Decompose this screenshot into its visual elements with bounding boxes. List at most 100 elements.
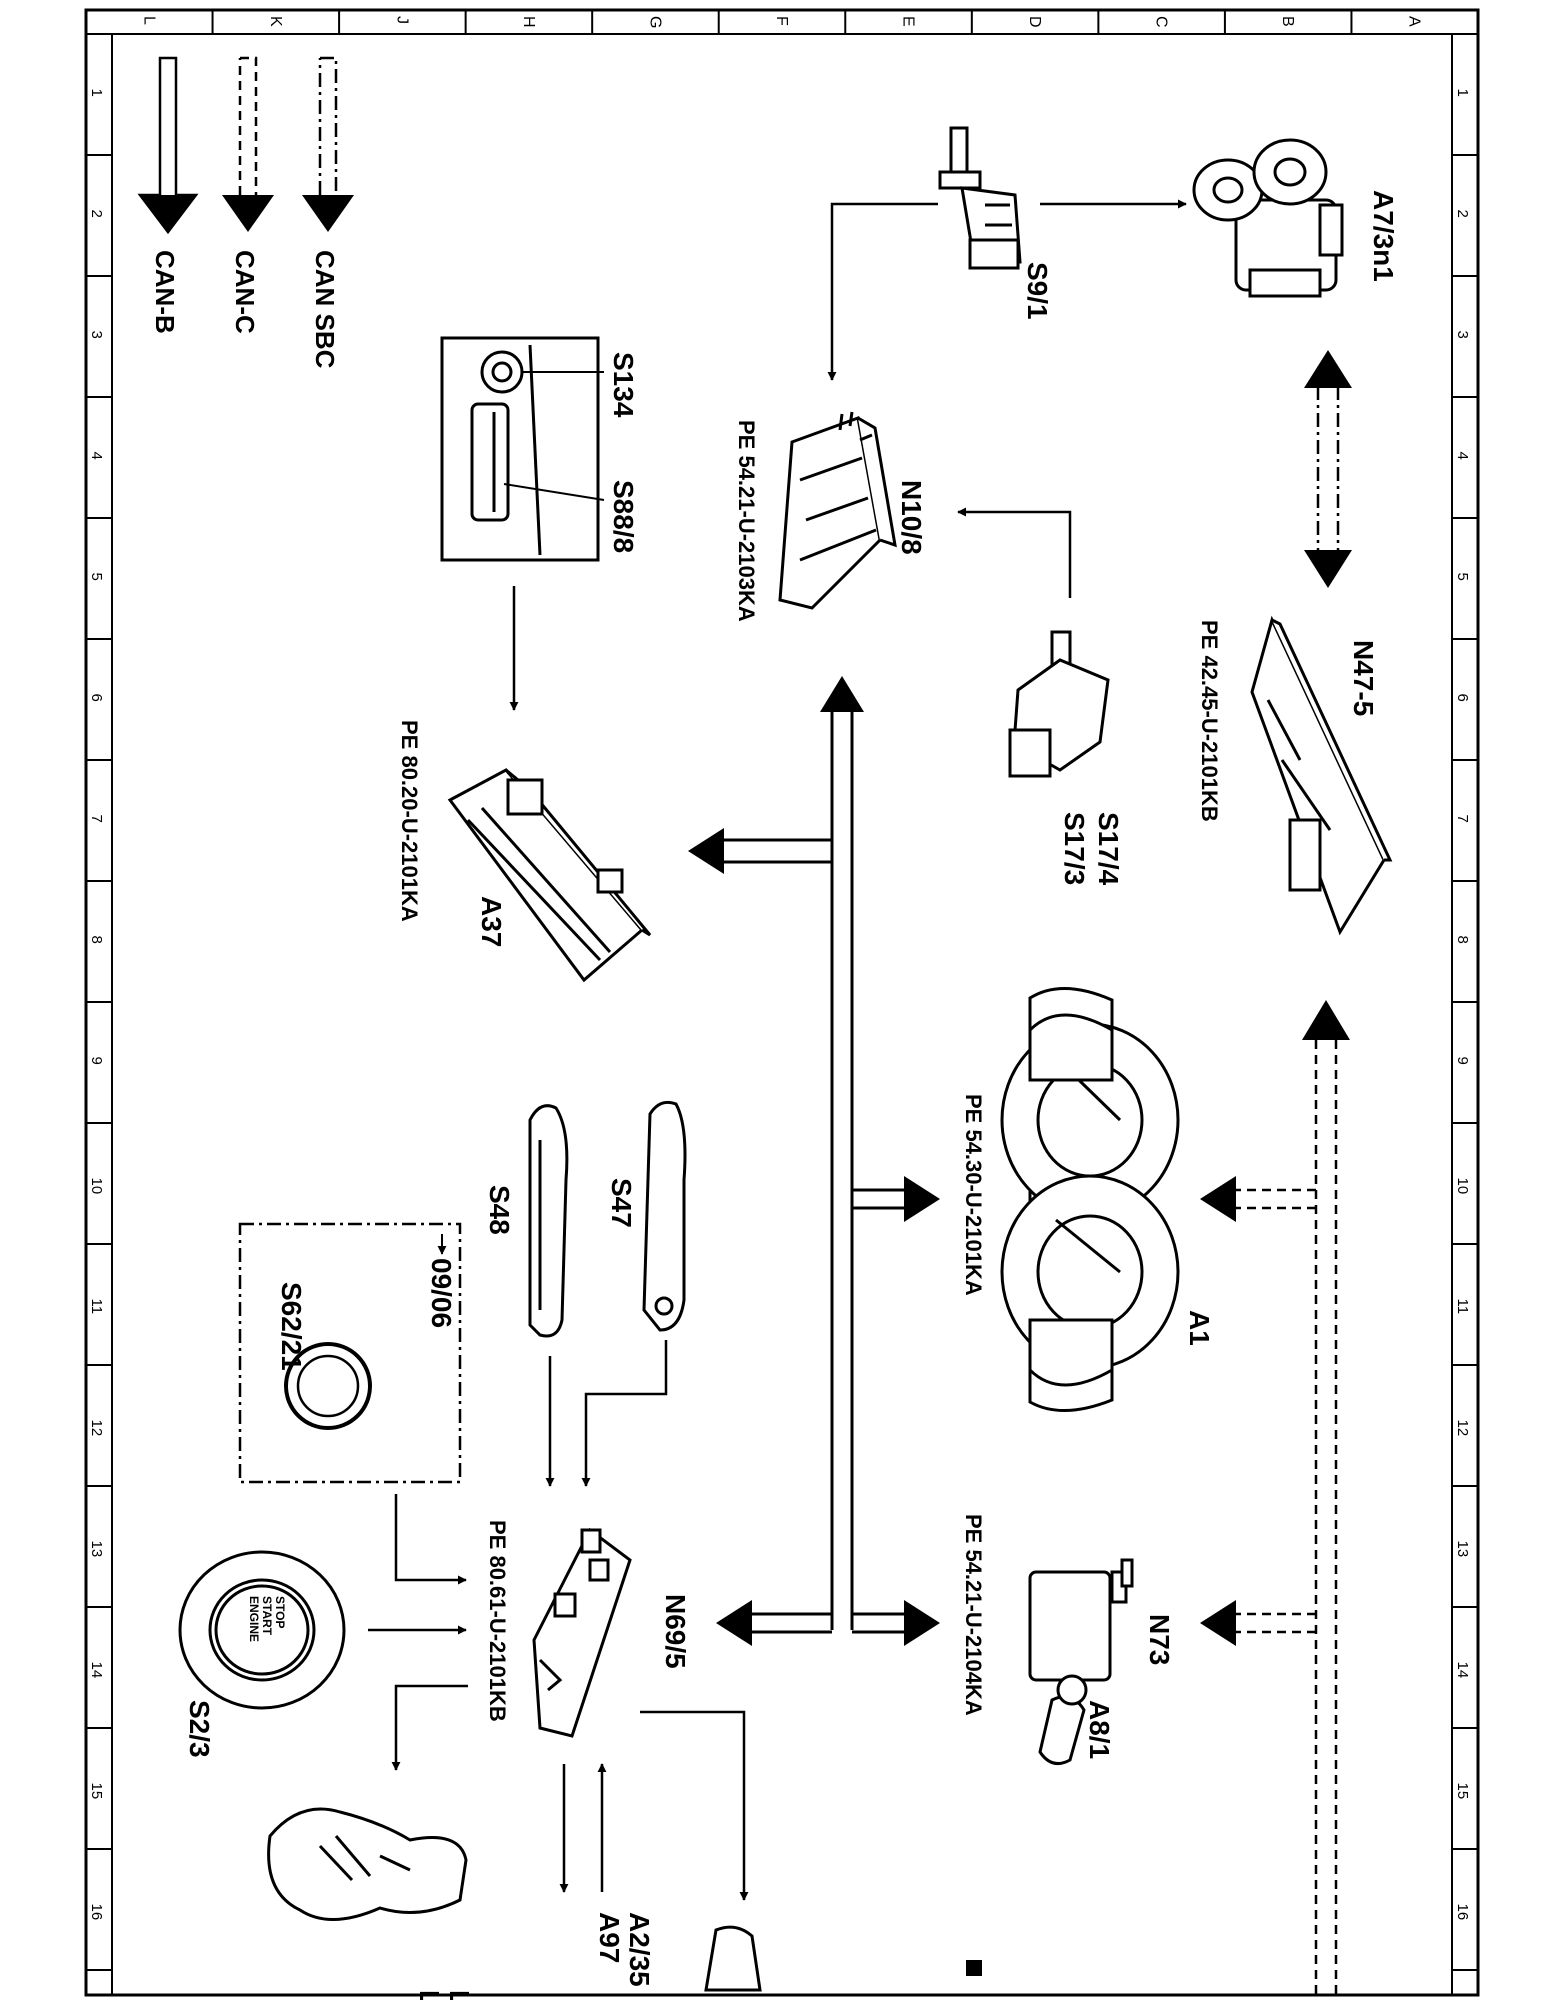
grid-col-label: H xyxy=(520,16,537,28)
grid-row-label: 2 xyxy=(1454,210,1471,218)
grid-col-label: L xyxy=(140,16,157,25)
grid-row-label: 16 xyxy=(1454,1904,1471,1921)
grid-row-label: 5 xyxy=(88,573,105,581)
a8-1-label: A8/1 xyxy=(1084,1700,1115,1759)
grid-col-label: B xyxy=(1279,16,1296,27)
grid-row-label: 10 xyxy=(88,1178,105,1195)
grid-row-label: 3 xyxy=(1454,331,1471,339)
grid-row-label: 9 xyxy=(88,1057,105,1065)
n47-5-label: N47-5 xyxy=(1348,640,1379,716)
grid-row-label: 2 xyxy=(88,210,105,218)
grid-row-label: 13 xyxy=(1454,1541,1471,1558)
grid-row-label: 6 xyxy=(1454,694,1471,702)
a1-label: A1 xyxy=(1184,1310,1215,1346)
grid-row-label: 6 xyxy=(88,694,105,702)
legend-can-sbc-label: CAN SBC xyxy=(310,250,340,369)
s17-switch-icon xyxy=(1008,630,1110,778)
can-b-bus xyxy=(724,710,904,1634)
bottom-partial-component-icon xyxy=(704,1925,762,1992)
l12-sensor-icon xyxy=(267,1807,468,1921)
n69-5-label: N69/5 xyxy=(660,1594,691,1669)
n69-5-ref: PE 80.61-U-2101KB xyxy=(485,1520,510,1722)
a37-ref: PE 80.20-U-2101KA xyxy=(397,720,422,922)
grid-col-label: E xyxy=(900,16,917,27)
s134-label: S134 xyxy=(608,352,639,418)
n10-8-label: N10/8 xyxy=(896,480,927,555)
n10-8-ref: PE 54.21-U-2103KA xyxy=(734,420,759,622)
grid-row-label: 12 xyxy=(1454,1420,1471,1437)
s88-8-label: S88/8 xyxy=(608,480,639,553)
grid-row-label: 8 xyxy=(88,936,105,944)
grid-row-label: 1 xyxy=(88,89,105,97)
a1-ref: PE 54.30-U-2101KA xyxy=(961,1094,986,1296)
grid-ticks xyxy=(85,10,1479,1971)
grid-row-label: 11 xyxy=(1454,1299,1471,1315)
s47-door-handle-icon xyxy=(642,1100,687,1332)
legend: CAN-B CAN-C CAN SBC xyxy=(137,56,354,369)
grid-col-label: D xyxy=(1026,16,1043,28)
grid-row-label: 9 xyxy=(1454,1057,1471,1065)
grid-col-label: C xyxy=(1153,16,1170,28)
can-b-arrowheads xyxy=(688,676,940,1646)
grid-col-label: A xyxy=(1406,16,1423,27)
inner-frame xyxy=(111,33,1453,1996)
a97-label: A97A2/35 xyxy=(594,1912,655,1987)
s9-1-label: S9/1 xyxy=(1022,262,1053,320)
s48-door-handle-icon xyxy=(528,1104,569,1338)
n73-ref: PE 54.21-U-2104KA xyxy=(961,1514,986,1716)
start-button-text: ENGINESTARTSTOP xyxy=(247,1596,287,1642)
grid-row-label: 4 xyxy=(88,452,105,460)
grid-row-label: 1 xyxy=(1454,89,1471,97)
grid-row-label: 10 xyxy=(1454,1178,1471,1195)
grid-col-label: J xyxy=(393,16,410,24)
a7-3n1-label: A7/3n1 xyxy=(1368,190,1399,282)
l12-label: L12L12 xyxy=(414,1990,475,2000)
legend-can-sbc-arrow xyxy=(302,56,354,232)
s48-label: S48 xyxy=(484,1185,515,1235)
s62-21-button-icon xyxy=(284,1342,372,1430)
grid-row-label: 5 xyxy=(1454,573,1471,581)
n10-8-module-icon xyxy=(778,411,897,610)
grid-row-label: 7 xyxy=(88,815,105,823)
s2-3-start-button-icon xyxy=(178,1550,346,1710)
legend-can-b-label: CAN-B xyxy=(150,250,180,334)
n73-label: N73 xyxy=(1144,1614,1175,1665)
can-sbc-bus xyxy=(1304,350,1352,588)
a37-label: A37 xyxy=(476,896,507,947)
can-c-arrowheads xyxy=(1200,1000,1350,1646)
grid-row-label: 4 xyxy=(1454,452,1471,460)
grid-row-label: 16 xyxy=(88,1904,105,1921)
s47-label: S47 xyxy=(606,1178,637,1228)
grid-col-label: G xyxy=(646,16,663,28)
grid-row-label: 13 xyxy=(88,1541,105,1558)
grid-row-label: 15 xyxy=(1454,1783,1471,1800)
s2-3-label: S2/3 xyxy=(184,1700,215,1758)
legend-can-b-arrow xyxy=(137,56,199,235)
s9-1-switch-icon xyxy=(938,126,1022,270)
legend-can-c-label: CAN-C xyxy=(230,250,260,334)
grid-row-label: 14 xyxy=(88,1662,105,1679)
grid-row-label: 7 xyxy=(1454,815,1471,823)
grid-row-label: 14 xyxy=(1454,1662,1471,1679)
a1-instrument-cluster-icon xyxy=(1000,987,1180,1412)
date-note: 09/06 xyxy=(426,1258,457,1328)
n69-5-control-unit-icon xyxy=(532,1527,632,1738)
legend-can-c-arrow xyxy=(222,56,274,232)
grid-row-label: 15 xyxy=(88,1783,105,1800)
grid-row-label: 8 xyxy=(1454,936,1471,944)
s62-21-optional-box xyxy=(238,1222,462,1484)
a37-control-unit-icon xyxy=(447,768,652,983)
can-c-bus xyxy=(1236,1040,1338,2000)
n47-5-control-unit-icon xyxy=(1250,615,1393,936)
a7-3n1-unit-icon xyxy=(1192,138,1344,298)
n73-ignition-switch-icon xyxy=(1028,1558,1134,1766)
grid-row-label: 11 xyxy=(88,1299,105,1315)
connection-lines xyxy=(368,199,1187,1901)
s88-8-leader-line xyxy=(503,483,605,501)
s134-s88-8-panel-icon xyxy=(440,336,600,562)
grid-row-label: 12 xyxy=(88,1420,105,1437)
grid-row-label: 3 xyxy=(88,331,105,339)
bottom-ref-icon xyxy=(966,1960,982,1976)
